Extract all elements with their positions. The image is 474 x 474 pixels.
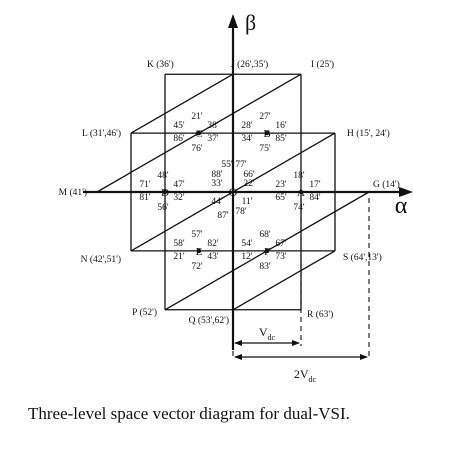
state-label: 68' — [259, 230, 271, 240]
state-label: 66' — [243, 170, 255, 180]
state-label: 82' — [207, 239, 219, 249]
state-label: 12' — [241, 252, 253, 262]
state-label: 21' — [191, 112, 203, 122]
state-label: 57' — [191, 230, 203, 240]
state-label: 11' — [242, 197, 253, 207]
state-label: 72' — [191, 262, 203, 272]
state-label: 21' — [173, 252, 185, 262]
state-label: 44' — [211, 197, 223, 207]
vdc-label: Vdc — [259, 325, 276, 342]
vertex-dot-c — [196, 130, 202, 136]
state-label: 27' — [259, 112, 271, 122]
vertex-label-g: G (14') — [373, 179, 400, 190]
state-label: 75' — [259, 144, 271, 154]
state-label: 17' — [309, 180, 321, 190]
dimension-arrowhead-icon — [360, 354, 368, 360]
state-label: 78' — [235, 207, 247, 217]
state-label: 85' — [275, 134, 287, 144]
vertex-label-l: L (31',46') — [82, 128, 121, 139]
origin-label: O — [229, 185, 238, 199]
vertex-label-j: J (26',35') — [231, 59, 268, 70]
figure-caption: Three-level space vector diagram for dua… — [28, 404, 350, 423]
vertex-letter-b: B — [263, 128, 270, 140]
vertex-label-m: M (41') — [59, 187, 87, 198]
lattice-line — [130, 73, 234, 134]
state-label: 23' — [275, 180, 287, 190]
state-label: 48' — [157, 171, 169, 181]
state-label: 67' — [275, 239, 287, 249]
state-label: 38' — [207, 121, 219, 131]
state-label: 55' — [221, 160, 233, 170]
state-label: 87' — [217, 211, 229, 221]
dimension-arrowhead-icon — [234, 340, 242, 346]
dimension-arrowhead-icon — [234, 354, 242, 360]
state-label: 54' — [241, 239, 253, 249]
2vdc-label: 2Vdc — [294, 367, 317, 384]
state-label: 88' — [211, 170, 223, 180]
state-label: 32' — [173, 193, 185, 203]
beta-axis-label: β — [245, 10, 256, 35]
state-label: 84' — [309, 193, 321, 203]
state-label: 47' — [173, 180, 185, 190]
alpha-axis-label: α — [395, 193, 408, 219]
vertex-letter-f: F — [264, 246, 270, 258]
state-label: 34' — [241, 134, 253, 144]
state-label: 77' — [235, 160, 247, 170]
state-label: 81' — [139, 193, 151, 203]
vertex-label-i: I (25') — [311, 59, 334, 70]
state-label: 86' — [173, 134, 185, 144]
state-label: 83' — [259, 262, 271, 272]
state-label: 45' — [173, 121, 185, 131]
state-label: 28' — [241, 121, 253, 131]
state-label: 56' — [157, 203, 169, 213]
vertex-dot-d — [162, 189, 168, 195]
vertex-label-q: Q (53',62') — [189, 315, 229, 326]
state-label: 18' — [293, 171, 305, 181]
state-label: 37' — [207, 134, 219, 144]
state-label: 16' — [275, 121, 287, 131]
state-label: 71' — [139, 180, 151, 190]
vertex-letter-c: C — [195, 128, 202, 140]
vertex-label-k: K (36') — [147, 59, 174, 70]
state-label: 22' — [243, 179, 255, 189]
vertex-label-r: R (63') — [307, 309, 333, 320]
vertex-dot-b — [264, 130, 270, 136]
vertex-label-n: N (42',51') — [81, 254, 121, 265]
space-vector-diagram: β α G (14') H (15', 24') I (25') J (26',35') K… — [59, 10, 413, 384]
state-label: 76' — [191, 144, 203, 154]
vertex-dot-a — [298, 189, 304, 195]
dimension-arrowhead-icon — [292, 340, 300, 346]
state-label: 33' — [211, 179, 223, 189]
vertex-dot-f — [264, 248, 270, 254]
beta-arrowhead-icon — [228, 14, 238, 28]
state-label: 73' — [275, 252, 287, 262]
state-label: 65' — [275, 193, 287, 203]
state-label: 43' — [207, 252, 219, 262]
vertex-letter-a: A — [297, 187, 305, 199]
vertex-letter-e: E — [196, 246, 203, 258]
lattice-line — [232, 250, 336, 311]
state-label: 58' — [173, 239, 185, 249]
alpha-arrowhead-icon — [399, 187, 413, 197]
vertex-label-s: S (64',13') — [343, 252, 382, 263]
vertex-label-h: H (15', 24') — [347, 128, 390, 139]
vertex-dot-e — [196, 248, 202, 254]
vertex-label-p: P (52') — [132, 307, 157, 318]
state-label: 74' — [293, 203, 305, 213]
vertex-letter-d: D — [161, 187, 169, 199]
